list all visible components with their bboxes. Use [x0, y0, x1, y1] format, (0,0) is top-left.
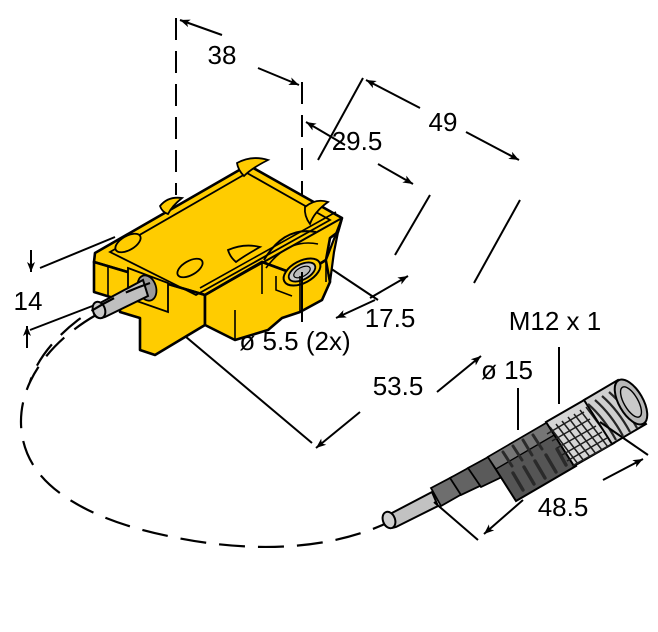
mounting-boss-arc — [263, 230, 317, 261]
mounting-hole-lip — [275, 276, 293, 297]
housing-tab-top — [236, 157, 271, 178]
dimline-49-left — [365, 79, 421, 109]
housing-recess-a — [114, 232, 142, 254]
dimension-label-hole-dia: ø 5.5 (2x) — [239, 326, 350, 356]
dimension-label-29-5: 29.5 — [332, 126, 383, 156]
label-hole-diameter: ø 5.5 (2x) — [239, 272, 351, 356]
m12-end-bore — [619, 386, 643, 418]
label-m12: M12 x 1 — [509, 306, 602, 404]
dimline-17-5-left — [335, 299, 376, 319]
dimension-49: 49 — [317, 77, 521, 284]
dimension-14: 14 — [14, 236, 116, 348]
cable-stub-end-cap — [91, 300, 107, 320]
dimension-label-38: 38 — [208, 40, 237, 70]
dimline-53-5-left — [315, 411, 361, 449]
dimline-48-5-right — [602, 458, 644, 481]
dimension-17-5: 17.5 — [329, 267, 416, 333]
connector-grip-ribs-lower — [511, 447, 568, 492]
label-dia-15: ø 15 — [481, 355, 533, 430]
housing-ridge-line — [204, 217, 343, 296]
housing-ridge-line-2 — [199, 211, 337, 289]
dimline-17-5-right — [369, 275, 409, 299]
cable-run-upper — [28, 281, 151, 383]
dimline-48-5-left — [483, 499, 524, 535]
m12-thread-section — [582, 378, 648, 446]
mounting-boss-arc-2 — [265, 242, 319, 269]
cable-run-lower — [19, 314, 415, 549]
connector-grip-ribs-upper — [501, 433, 544, 468]
dimension-label-53-5: 53.5 — [373, 371, 424, 401]
connector-cable-end — [381, 510, 397, 530]
dimension-label-14: 14 — [14, 286, 43, 316]
dimension-label-dia-15: ø 15 — [481, 355, 533, 385]
dimension-label-49: 49 — [429, 107, 458, 137]
dimline-53-5-right — [436, 355, 482, 393]
dashed-cable-path — [19, 281, 415, 549]
ext-line-49-end — [473, 199, 521, 284]
ext-line-49-start — [317, 77, 364, 161]
dimension-label-48-5: 48.5 — [538, 492, 589, 522]
leader-38-right — [257, 67, 300, 86]
dimension-48-5: 48.5 — [433, 421, 649, 541]
ext-line-29-5 — [394, 194, 431, 256]
housing-front-detail-lines — [204, 260, 327, 340]
dimline-49-right — [465, 131, 520, 161]
leader-38-left — [179, 19, 223, 36]
dimension-29-5: 29.5 — [305, 121, 431, 256]
dimline-29-5-left — [305, 121, 346, 146]
ext-line-48-5-right — [599, 421, 649, 456]
housing-tab-center — [226, 244, 263, 264]
housing-right-end — [324, 216, 344, 284]
housing-tab-left — [158, 196, 185, 216]
m12-male-connector — [381, 378, 649, 530]
ext-line-14-top — [39, 236, 116, 269]
ext-line-17-5 — [329, 267, 379, 301]
dimension-label-17-5: 17.5 — [365, 303, 416, 333]
housing-top-pocket — [108, 171, 332, 297]
dimline-29-5-right — [377, 163, 414, 185]
housing-recess-b — [176, 257, 204, 279]
ext-line-48-5-left — [433, 501, 479, 541]
dimension-label-m12: M12 x 1 — [509, 306, 602, 336]
housing-tab-right — [303, 199, 330, 226]
